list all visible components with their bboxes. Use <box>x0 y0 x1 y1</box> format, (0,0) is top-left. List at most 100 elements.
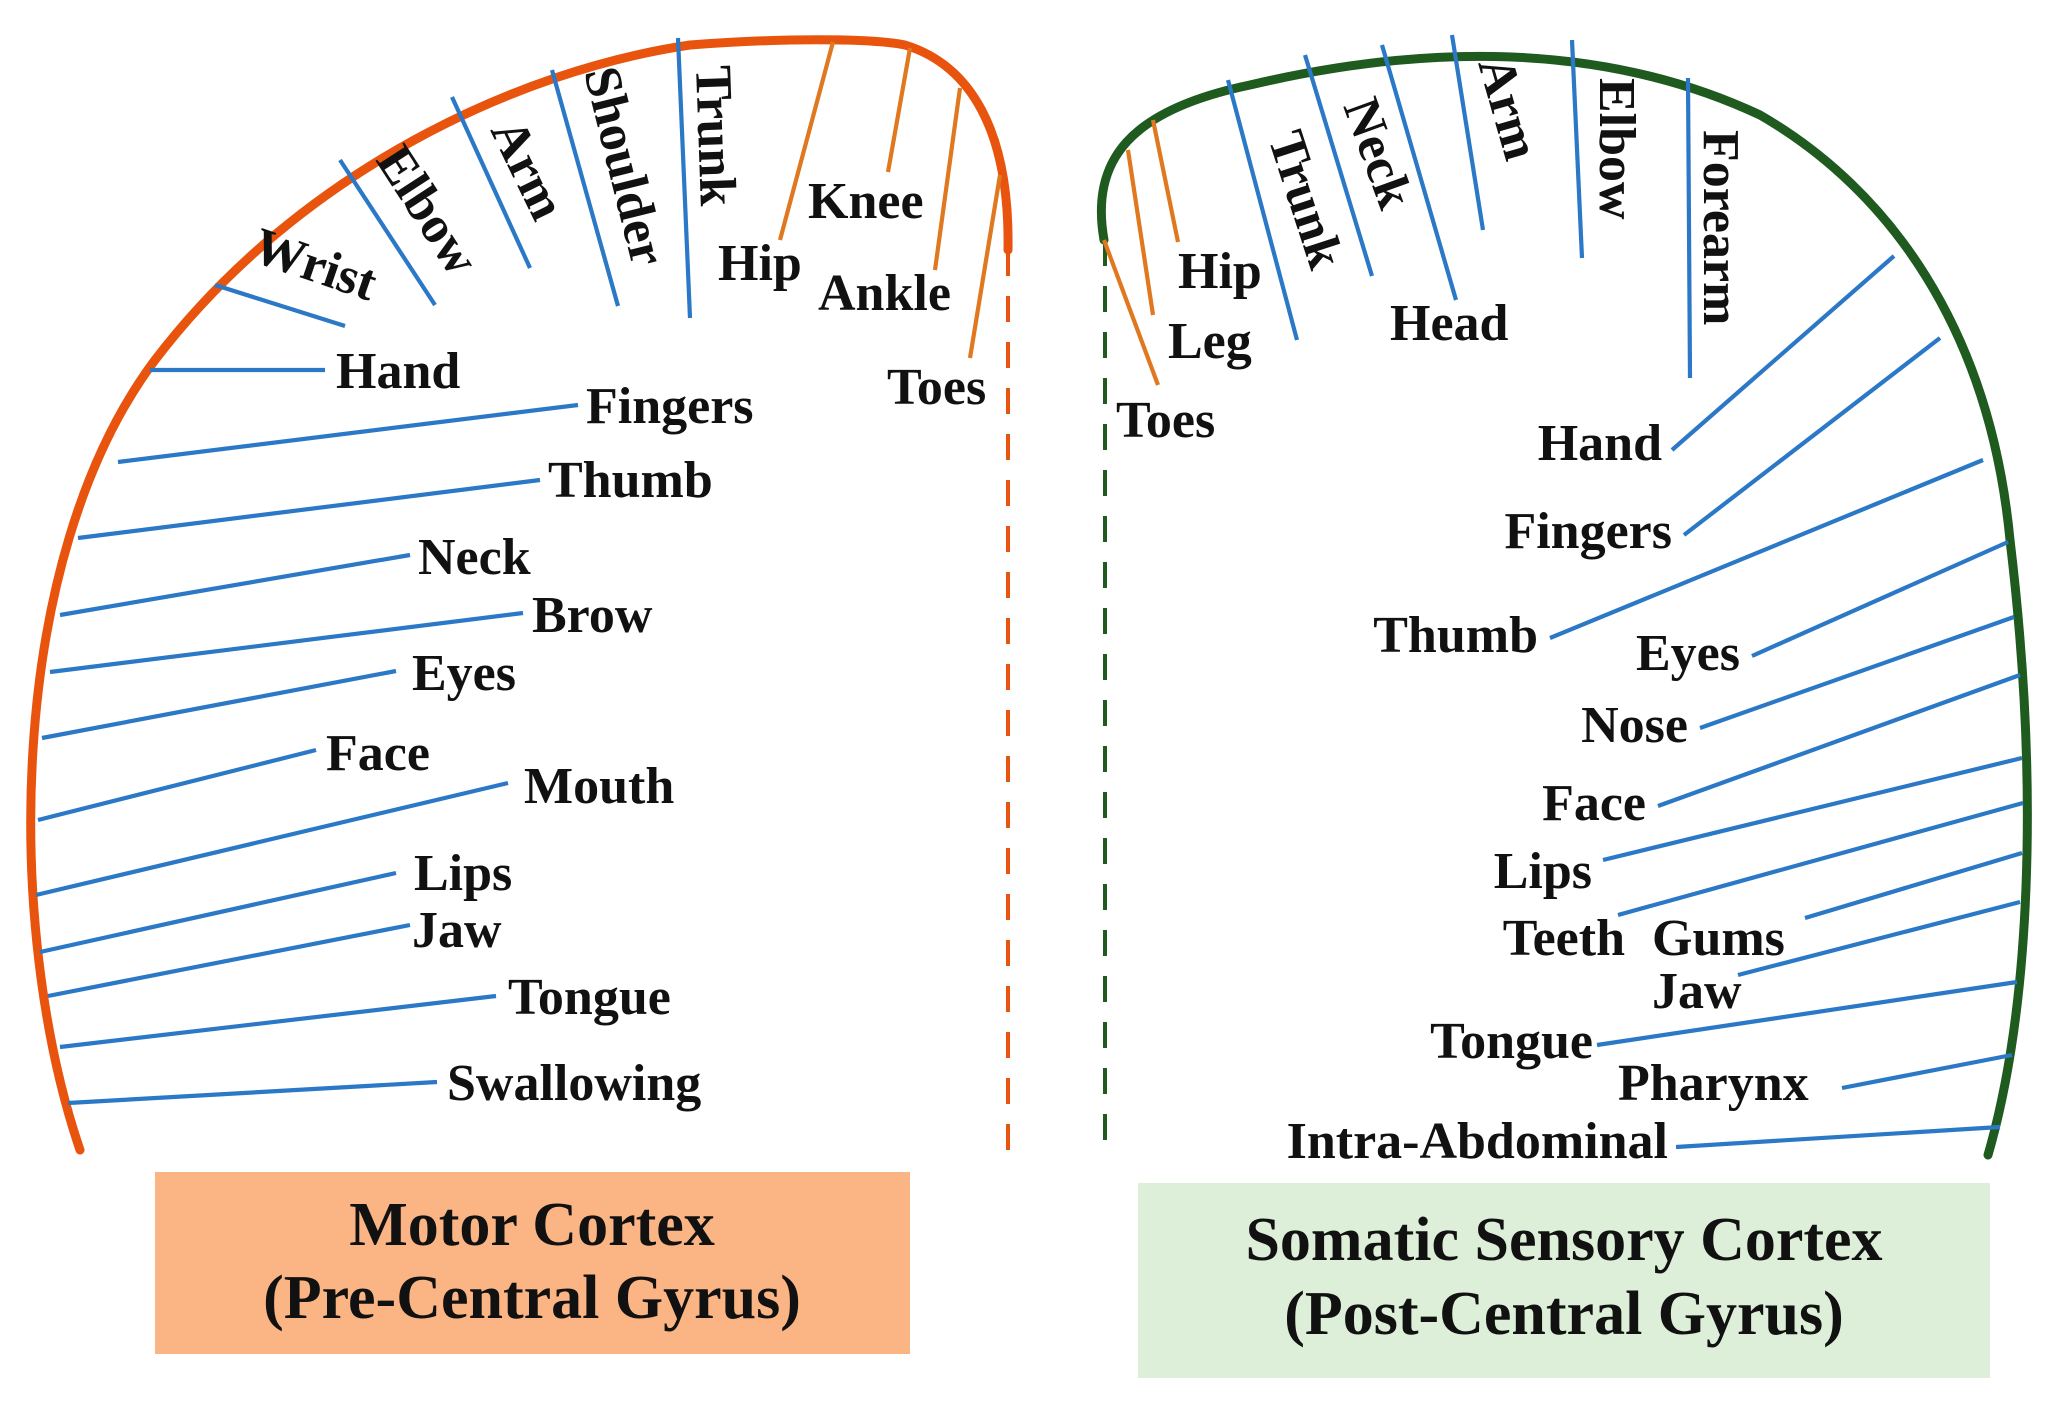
motor-leader-shoulder <box>549 69 621 307</box>
motor-label-brow: Brow <box>532 587 653 644</box>
motor-label-eyes: Eyes <box>412 645 516 702</box>
sensory-leader-arm <box>1449 34 1486 231</box>
sensory-leader-elbow <box>1569 39 1585 259</box>
sensory-label-thumb: Thumb <box>1373 607 1538 664</box>
motor-leader-eyes <box>41 668 397 741</box>
motor-label-face: Face <box>326 725 430 782</box>
sensory-label-neck: Neck <box>1332 91 1424 216</box>
sensory-label-leg: Leg <box>1168 313 1252 370</box>
motor-leader-swallowing <box>67 1079 438 1106</box>
motor-label-mouth: Mouth <box>524 758 674 815</box>
sensory-label-eyes: Eyes <box>1636 625 1740 682</box>
sensory-label-intra-abdominal: Intra-Abdominal <box>1287 1113 1668 1170</box>
sensory-label-face: Face <box>1542 775 1646 832</box>
sensory-leader-hip <box>1150 119 1181 243</box>
sensory-labels: Toes Leg Hip Trunk Neck Head Arm Elbow F… <box>1116 51 1809 1170</box>
motor-leader-mouth <box>35 780 509 898</box>
sensory-label-toes: Toes <box>1116 392 1215 449</box>
motor-leader-knee <box>885 47 913 173</box>
motor-label-hand: Hand <box>336 343 460 400</box>
motor-label-wrist: Wrist <box>246 217 384 312</box>
motor-label-elbow: Elbow <box>365 135 490 285</box>
sensory-label-hand: Hand <box>1538 415 1662 472</box>
sensory-label-lips: Lips <box>1494 843 1592 900</box>
motor-label-thumb: Thumb <box>548 452 713 509</box>
motor-leader-elbow <box>338 158 437 307</box>
motor-caption-title: Motor Cortex <box>349 1191 715 1259</box>
sensory-leader-trunk <box>1225 79 1300 341</box>
motor-label-toes: Toes <box>887 359 986 416</box>
motor-cortex-panel: Toes Ankle Knee Hip Trunk Shoulder Arm E… <box>26 35 1013 1354</box>
sensory-label-hip: Hip <box>1178 243 1262 300</box>
sensory-label-fingers: Fingers <box>1504 503 1672 560</box>
sensory-label-gums: Gums <box>1652 910 1785 967</box>
motor-leader-ankle <box>932 87 963 271</box>
sensory-caption-subtitle: (Post-Central Gyrus) <box>1284 1280 1844 1348</box>
motor-leader-arm <box>450 96 532 269</box>
sensory-leader-forearm <box>1685 77 1693 379</box>
motor-leader-hip <box>777 41 836 241</box>
motor-labels: Toes Ankle Knee Hip Trunk Shoulder Arm E… <box>246 61 986 1112</box>
motor-label-jaw: Jaw <box>412 902 502 959</box>
sensory-leader-head <box>1379 44 1459 301</box>
sensory-caption-title: Somatic Sensory Cortex <box>1245 1206 1882 1274</box>
sensory-leader-lips <box>1602 755 2023 863</box>
motor-leader-lines <box>35 37 1003 1106</box>
motor-leader-lips <box>39 870 397 955</box>
sensory-leader-eyes <box>1751 540 2009 658</box>
motor-leader-wrist <box>214 282 346 329</box>
motor-leader-thumb <box>77 477 541 541</box>
sensory-leader-hand <box>1670 254 1896 452</box>
sensory-leader-toes <box>1102 239 1160 386</box>
sensory-leader-jaw <box>1737 899 2021 978</box>
motor-leader-tongue <box>59 993 497 1050</box>
motor-leader-brow <box>49 610 524 675</box>
motor-label-trunk: Trunk <box>684 64 746 207</box>
sensory-leader-intra-abdominal <box>1675 1124 2001 1150</box>
sensory-label-arm: Arm <box>1466 51 1549 167</box>
sensory-leader-thumb <box>1549 458 1984 640</box>
motor-leader-trunk <box>675 37 693 319</box>
sensory-label-jaw: Jaw <box>1652 963 1742 1020</box>
motor-leader-toes <box>967 174 1003 359</box>
motor-leader-face <box>37 747 317 823</box>
motor-label-knee: Knee <box>808 173 924 230</box>
sensory-leader-pharynx <box>1841 1052 2013 1091</box>
motor-caption-box <box>155 1172 910 1354</box>
sensory-label-teeth: Teeth <box>1503 910 1625 967</box>
sensory-label-nose: Nose <box>1581 697 1688 754</box>
sensory-label-forearm: Forearm <box>1692 130 1749 325</box>
sensory-label-head: Head <box>1390 295 1509 352</box>
sensory-leader-teeth <box>1617 800 2024 918</box>
sensory-cortex-outline <box>1096 51 2032 1160</box>
sensory-leader-face <box>1657 673 2021 808</box>
motor-leader-fingers <box>117 402 579 465</box>
sensory-cortex-panel: Toes Leg Hip Trunk Neck Head Arm Elbow F… <box>1096 34 2032 1378</box>
motor-label-swallowing: Swallowing <box>447 1055 701 1112</box>
motor-label-fingers: Fingers <box>586 378 754 435</box>
motor-label-tongue: Tongue <box>508 969 671 1026</box>
motor-label-neck: Neck <box>418 529 531 586</box>
sensory-leader-tongue <box>1596 979 2018 1048</box>
sensory-label-pharynx: Pharynx <box>1618 1055 1809 1112</box>
motor-label-ankle: Ankle <box>818 265 951 322</box>
motor-cortex-outline <box>26 35 1013 1155</box>
sensory-label-trunk: Trunk <box>1257 124 1355 275</box>
motor-label-hip: Hip <box>718 235 802 292</box>
motor-label-arm: Arm <box>479 110 576 228</box>
motor-caption-subtitle: (Pre-Central Gyrus) <box>263 1264 801 1332</box>
sensory-leader-lines <box>1102 34 2024 1150</box>
sensory-leader-gums <box>1804 850 2023 921</box>
sensory-leader-nose <box>1699 615 2015 730</box>
sensory-label-elbow: Elbow <box>1588 78 1645 220</box>
motor-label-lips: Lips <box>414 845 512 902</box>
sensory-leader-leg <box>1125 149 1156 316</box>
sensory-leader-fingers <box>1682 336 1942 537</box>
sensory-leader-neck <box>1302 54 1375 277</box>
sensory-caption-box <box>1138 1183 1990 1378</box>
motor-leader-neck <box>59 552 411 618</box>
motor-label-shoulder: Shoulder <box>572 61 676 271</box>
motor-leader-jaw <box>47 922 411 999</box>
sensory-label-tongue: Tongue <box>1430 1013 1593 1070</box>
